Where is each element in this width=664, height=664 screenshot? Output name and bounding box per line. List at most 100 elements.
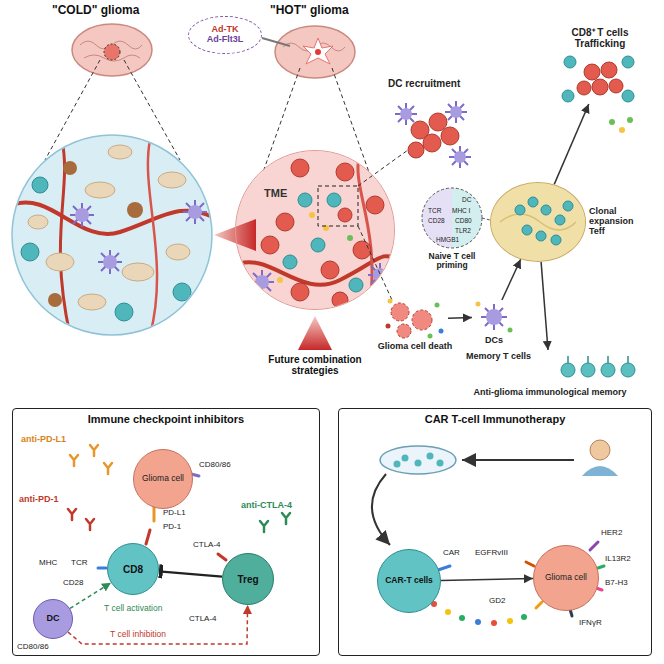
node-label: Glioma cell death [370,342,460,352]
cytokine-dots [521,614,527,620]
connector-arrow [541,262,548,350]
memory-t-cell-drawing [601,363,615,377]
cold-tme [70,203,94,227]
antigen-symbol [598,566,604,568]
dendritic-cell-drawing [508,328,513,333]
edge-label: T cell inhibition [108,630,168,639]
dc-recruitment-cluster [395,101,471,168]
dc-recruitment-cluster [408,142,424,158]
text-label: CD80/86 [17,643,49,652]
cytokine-dots [507,618,513,624]
cold-tme [46,253,74,271]
cold-tme [70,203,94,227]
text-label: DC recruitment [388,78,460,89]
hot-tme [291,159,309,177]
cold-tme [32,177,48,193]
receptor-symbol [153,507,156,521]
cold-tme [48,293,62,307]
text-label: IFNγR [579,619,602,628]
cold-tme [122,263,154,281]
memory-t-cell-drawing [561,363,575,377]
brain-icon [275,26,355,78]
hot-tme [261,236,279,254]
text-label: PD-L1 [163,509,186,518]
hot-tme [255,275,269,289]
cold-tme [98,250,122,274]
hot-tme [368,263,392,287]
text-label: CTLA-4 [189,615,217,624]
culture-dish [402,455,409,462]
hot-tme [373,268,387,282]
antigen-symbol [526,562,534,566]
zoom-box [358,150,408,186]
hot-tme [327,193,341,207]
dendritic-cell-drawing [481,304,507,330]
node-label: DC [47,614,60,624]
node-label: Ad-TK [212,25,239,35]
node-label: Memory T cells [466,352,531,362]
text-label: TLR2 [455,227,471,234]
connector-arrow [502,259,521,300]
cold-tme [12,202,215,234]
dc-recruitment-cluster [423,134,441,152]
cytokine-dots [491,620,497,626]
dc-recruitment-cluster [445,101,467,123]
gradient-triangle [298,316,332,350]
process-arrow [372,460,574,545]
node-label: CAR-T cells [385,576,433,585]
hot-tme [349,278,363,292]
cytokine-dots [459,615,465,621]
hot-tme [353,241,371,259]
hot-tme [276,213,294,231]
hot-tme [291,283,309,301]
immune-synapse [482,218,490,220]
trafficking-cluster [562,56,634,133]
patient-icon [590,440,610,460]
antibody-symbol [70,455,78,466]
connector-arrow [68,605,248,644]
receptor-symbol [218,554,226,560]
cold-tme [173,283,191,301]
antigen-symbol [438,566,450,570]
antigen-symbol [438,542,604,616]
text-label: CD80 [455,217,472,224]
dying-cell-cluster: Glioma cell death [382,298,448,340]
cold-tme [12,140,215,335]
culture-dish [415,460,422,467]
antibody-symbol [90,445,98,456]
brain-icon [315,49,321,55]
trafficking-cluster [577,81,591,95]
lymph-node: Clonal expansion Teff [490,182,586,262]
antibody-symbol [68,445,290,532]
cytokine-dots [445,609,451,615]
patient-icon [582,440,618,476]
immune-synapse [422,188,482,248]
dc-recruitment-cluster [454,151,466,163]
dendritic-cell-drawing [481,304,507,330]
memory-t-cell-drawing [561,356,635,377]
cold-tme [166,244,190,260]
connector-arrow [448,317,472,319]
lymph-node-drawing [528,197,538,207]
patient-icon [582,466,618,476]
cold-tme [183,200,207,224]
node-label: CAR T-cell Immunotherapy [339,413,651,425]
text-label: HER2 [601,529,622,538]
node-label: Clonal expansion Teff [589,207,651,237]
cold-tme [78,294,106,310]
text-label: IL13R2 [605,555,631,564]
culture-dish [437,460,444,467]
lymph-node-drawing [500,214,576,230]
process-arrow [462,459,574,461]
text-label: PD-1 [163,523,181,532]
trafficking-cluster [609,79,623,93]
car-t-panel: CAR T-cell ImmunotherapyCAR-T cellsGliom… [338,408,652,656]
dc-recruitment-cluster [429,113,447,131]
lymph-node-drawing [515,205,525,215]
injection-needle [262,38,290,46]
dendritic-cell-drawing [476,302,481,307]
cold-tme [21,243,39,261]
car-t-cell: CAR-T cells [377,549,441,613]
node-label: Anti-glioma immunological memory [462,388,638,398]
zoom-box [358,226,392,300]
